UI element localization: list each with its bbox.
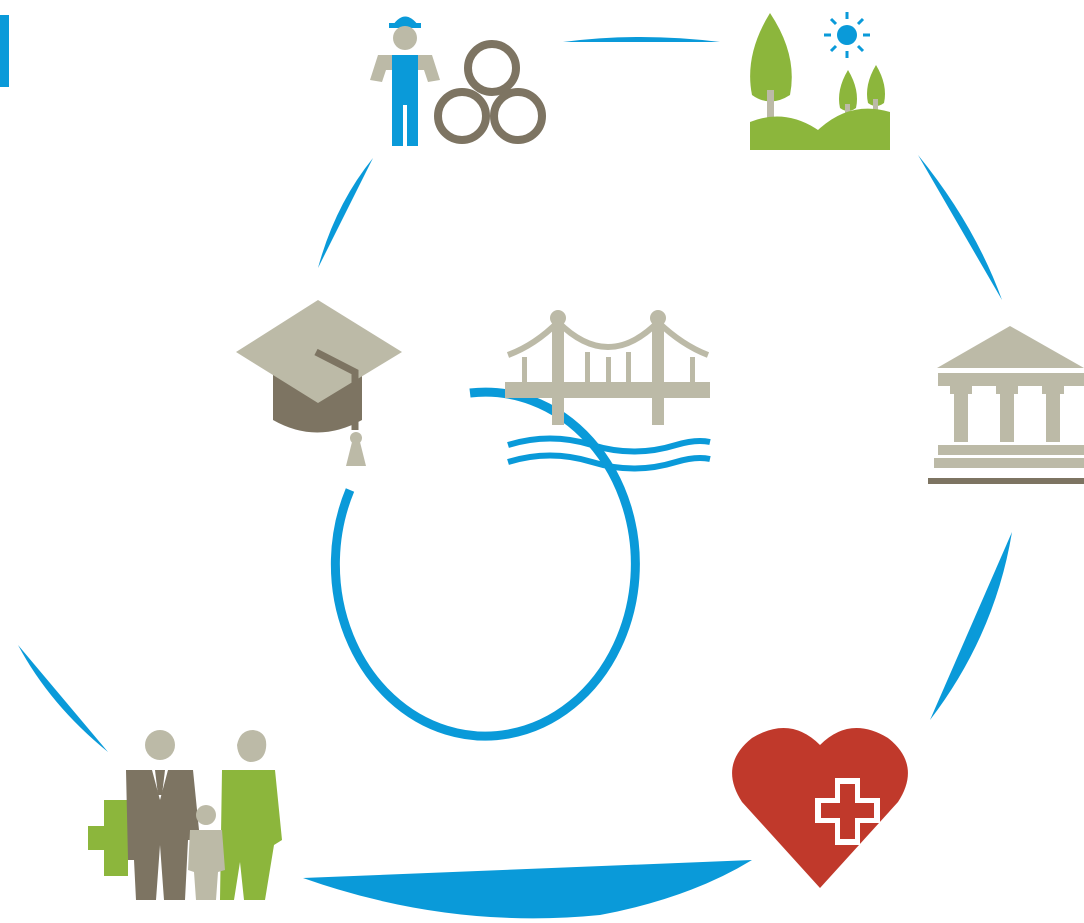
ring-arc-upper-left bbox=[318, 158, 373, 268]
ring-arc-top bbox=[563, 37, 720, 42]
infrastructure-worker-pipes-icon bbox=[370, 16, 546, 146]
inner-ring bbox=[330, 387, 640, 741]
healthcare-heart-cross-icon bbox=[732, 728, 908, 888]
environment-park-sun-icon bbox=[750, 12, 890, 150]
government-building-icon bbox=[928, 326, 1084, 484]
outer-ring bbox=[18, 37, 1012, 919]
ring-arc-lower-left bbox=[18, 645, 108, 752]
left-edge-accent-bar bbox=[0, 15, 9, 87]
ring-arc-bottom bbox=[303, 860, 752, 919]
bridge-icon bbox=[505, 310, 711, 472]
family-health-icon bbox=[88, 730, 282, 900]
ring-arc-lower-right bbox=[930, 532, 1012, 720]
ring-arc-upper-right bbox=[918, 155, 1002, 300]
education-graduation-cap-icon bbox=[236, 300, 402, 466]
